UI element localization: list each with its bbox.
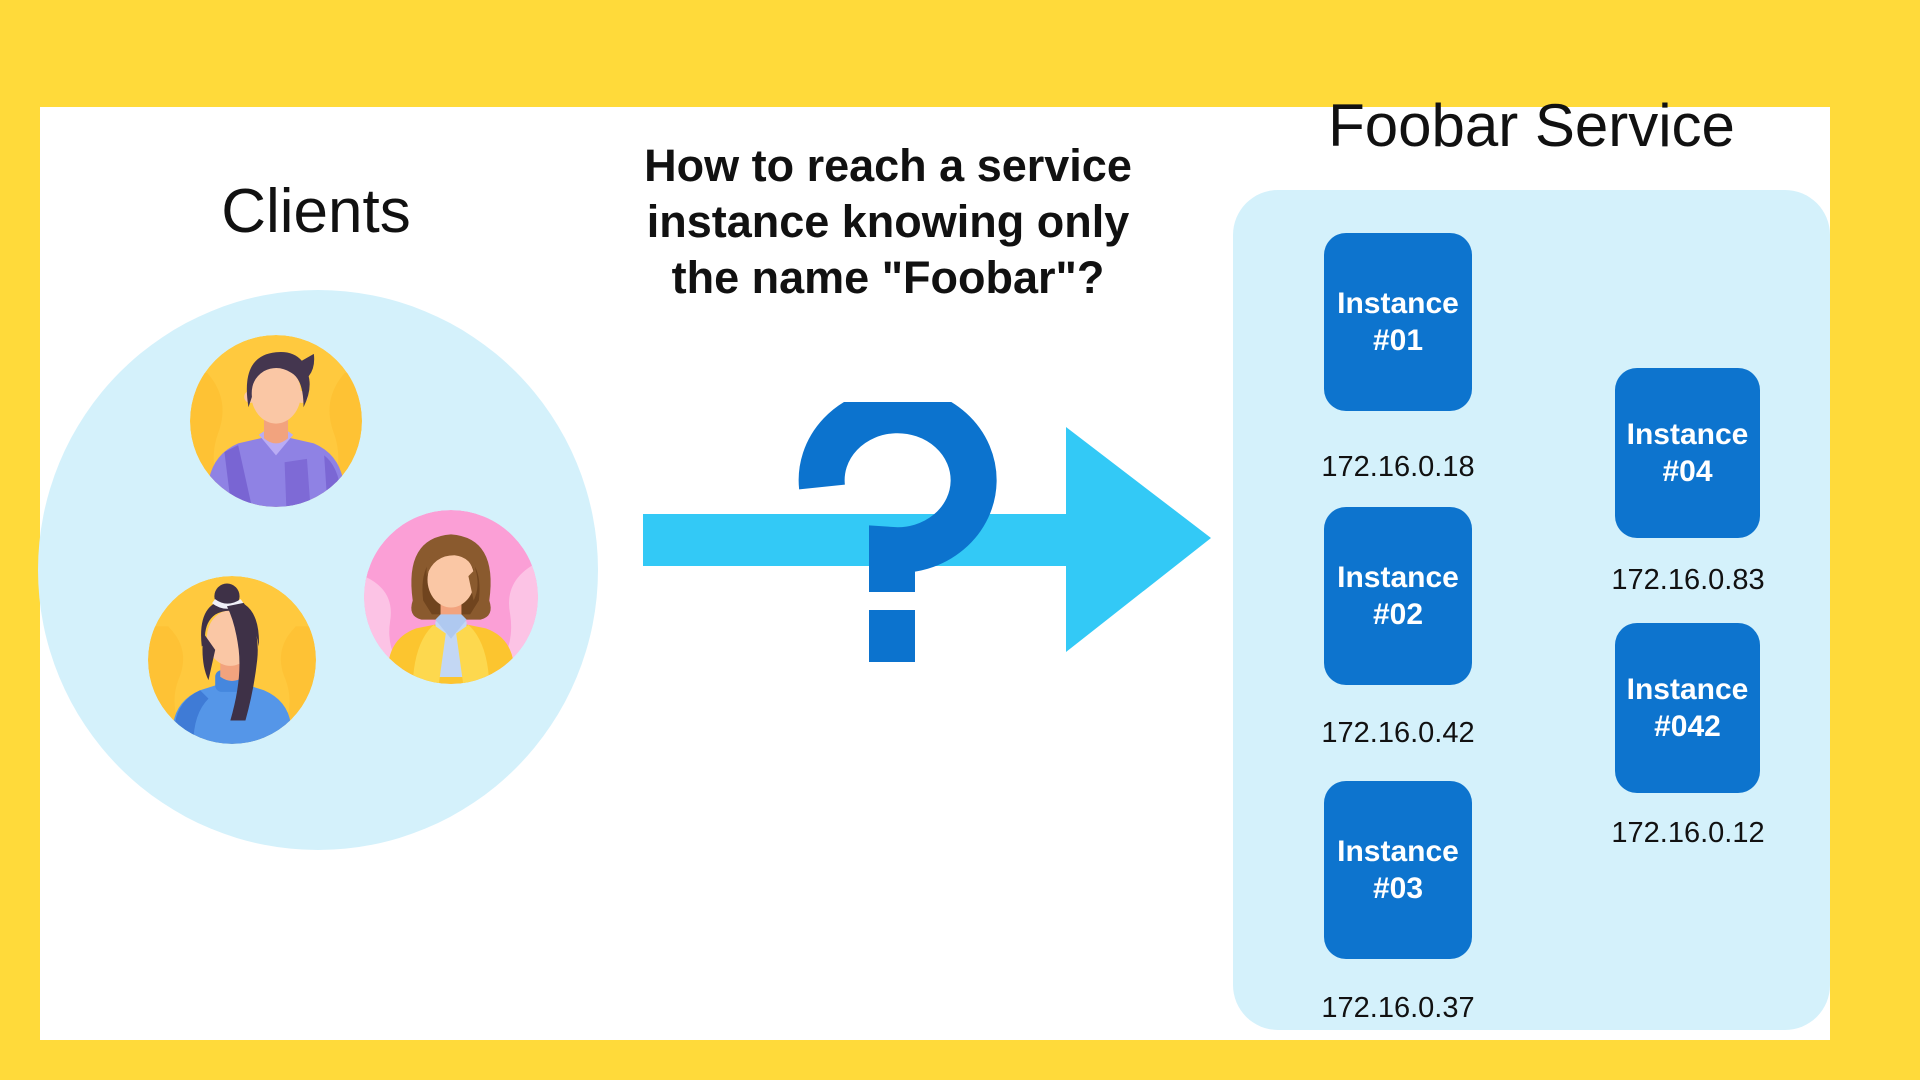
- instance-card-01: Instance #01: [1324, 233, 1472, 411]
- man-avatar: [190, 335, 362, 507]
- instance-id: #03: [1372, 872, 1424, 905]
- instance-name: Instance: [1337, 561, 1459, 594]
- instance-card-03: Instance #03: [1324, 781, 1472, 959]
- instance-ip-03: 172.16.0.37: [1321, 992, 1475, 1024]
- instance-id: #042: [1654, 710, 1721, 743]
- question-heading: How to reach a service instance knowing …: [588, 138, 1188, 306]
- instance-name: Instance: [1337, 835, 1459, 868]
- woman-ponytail-avatar-icon: [148, 576, 316, 744]
- man-avatar-icon: [190, 335, 362, 507]
- instance-name: Instance: [1626, 418, 1749, 451]
- instance-ip-04: 172.16.0.83: [1611, 564, 1765, 596]
- instance-name: Instance: [1626, 673, 1749, 706]
- instance-id: #02: [1372, 598, 1424, 631]
- instance-ip-02: 172.16.0.42: [1321, 717, 1475, 749]
- woman-ponytail-avatar: [148, 576, 316, 744]
- question-line: the name "Foobar"?: [671, 252, 1105, 303]
- woman-bob-avatar: [364, 510, 538, 684]
- service-title: Foobar Service: [1328, 92, 1735, 159]
- question-line: How to reach a service: [644, 140, 1132, 191]
- instance-card-042: Instance #042: [1615, 623, 1760, 793]
- instance-id: #01: [1372, 324, 1424, 357]
- instance-id: #04: [1662, 455, 1713, 488]
- service-panel: Instance #01 172.16.0.18 Instance #02 17…: [1233, 190, 1830, 1030]
- question-line: instance knowing only: [646, 196, 1130, 247]
- instance-name: Instance: [1337, 287, 1459, 320]
- instance-card-02: Instance #02: [1324, 507, 1472, 685]
- woman-bob-avatar-icon: [364, 510, 538, 684]
- instance-ip-01: 172.16.0.18: [1321, 451, 1475, 483]
- instance-card-04: Instance #04: [1615, 368, 1760, 538]
- question-mark-icon: [798, 402, 997, 662]
- instance-ip-042: 172.16.0.12: [1611, 817, 1765, 849]
- clients-label: Clients: [221, 177, 411, 246]
